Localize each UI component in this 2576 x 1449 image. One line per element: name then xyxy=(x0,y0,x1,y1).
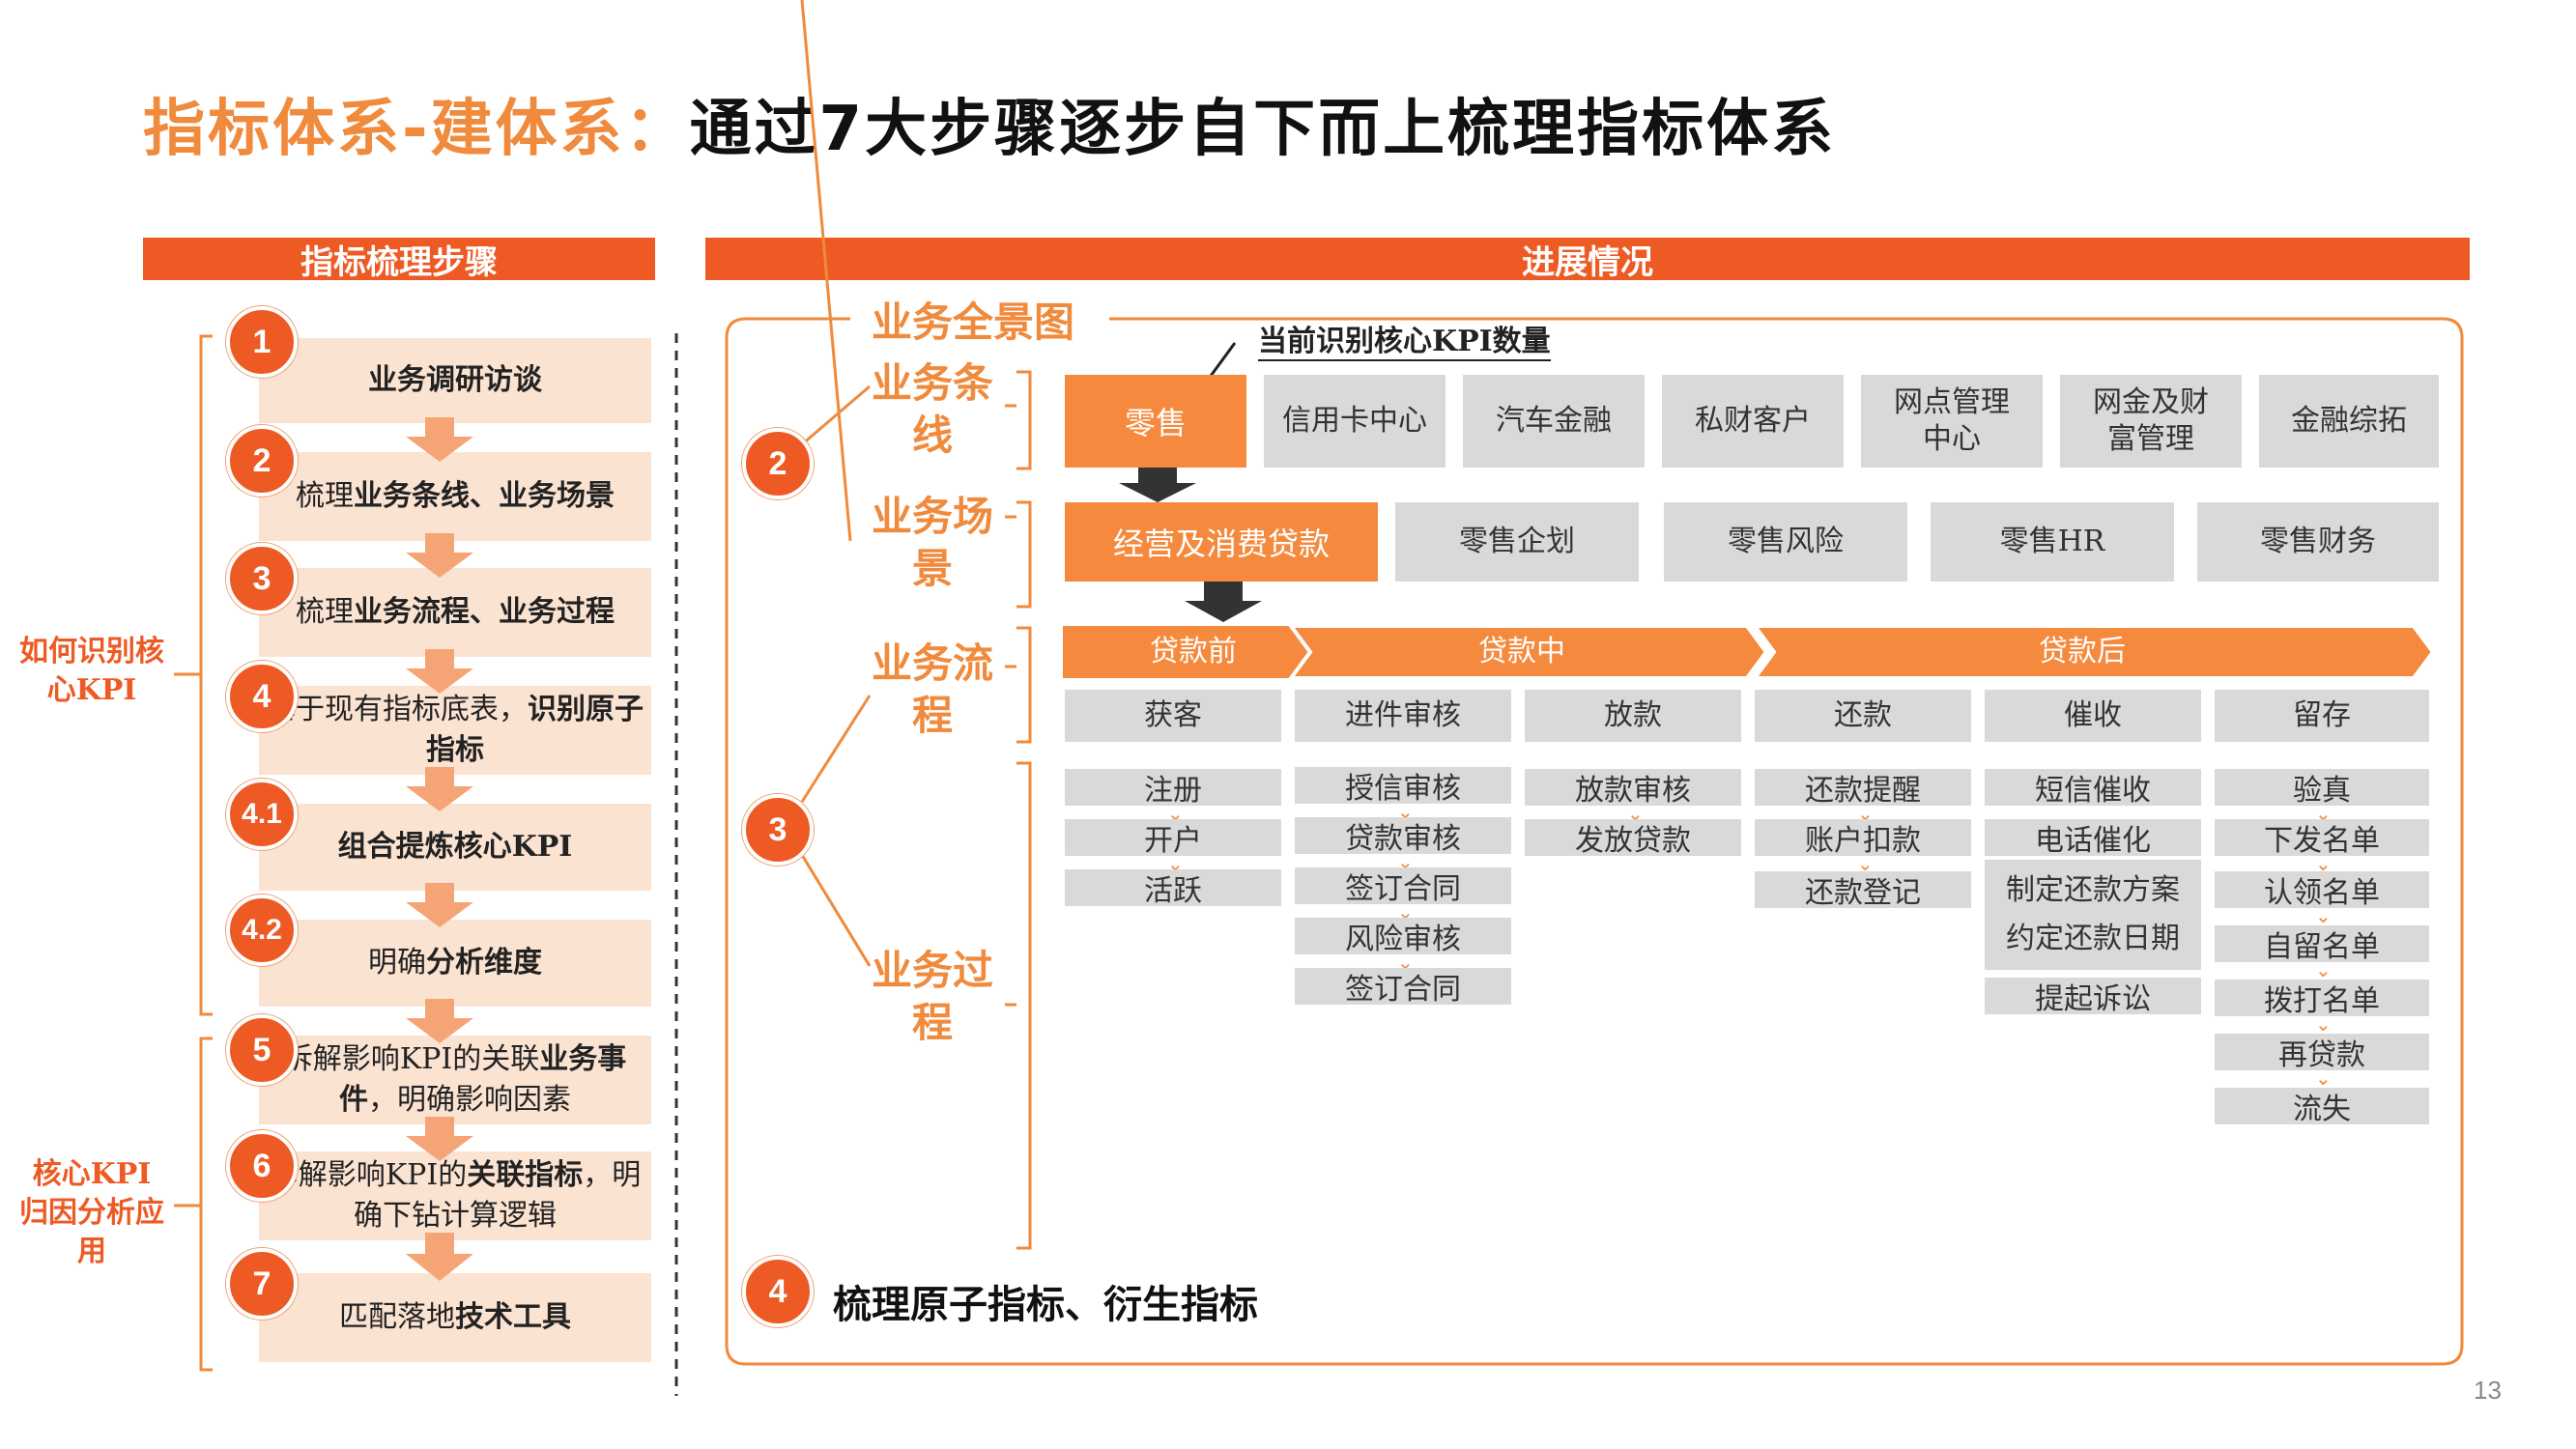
step-box-4-1: 组合提炼核心KPI xyxy=(259,804,651,891)
panorama-number-4: 4 xyxy=(742,1256,814,1327)
process-repayment-record: 还款登记 xyxy=(1755,871,1971,910)
process-open-account: 开户 xyxy=(1065,819,1281,858)
chevron-down-icon: ⌄ xyxy=(2315,802,2332,825)
scene-retail-planning: 零售企划 xyxy=(1395,502,1639,582)
scene-retail-finance: 零售财务 xyxy=(2197,502,2439,582)
flow-disbursement: 放款 xyxy=(1525,690,1741,742)
label-business-scene: 业务场景 xyxy=(871,493,993,592)
step-number-4: 4 xyxy=(226,661,298,732)
chevron-down-icon: ⌄ xyxy=(2315,904,2332,927)
chevron-down-icon: ⌄ xyxy=(2315,1012,2332,1036)
chevron-down-icon: ⌄ xyxy=(1857,802,1874,825)
process-issue-list: 下发名单 xyxy=(2215,819,2429,858)
scene-retail-risk: 零售风险 xyxy=(1664,502,1907,582)
process-agree-repayment-date: 约定还款日期 xyxy=(1985,908,2201,970)
process-register: 注册 xyxy=(1065,769,1281,808)
business-line-auto-finance: 汽车金融 xyxy=(1463,375,1645,468)
business-line-private-wealth: 私财客户 xyxy=(1662,375,1844,468)
chevron-down-icon: ⌄ xyxy=(1167,802,1184,825)
side-label-identify-kpi: 如何识别核心KPI xyxy=(19,635,164,707)
step-box-1: 业务调研访谈 xyxy=(259,338,651,423)
chevron-down-icon: ⌄ xyxy=(1397,951,1414,974)
step-number-1: 1 xyxy=(226,306,298,378)
kpi-count-note: 当前识别核心KPI数量 xyxy=(1258,325,1551,361)
side-label-kpi-attribution: 核心KPI归因分析应用 xyxy=(19,1157,164,1268)
page-number: 13 xyxy=(2474,1376,2502,1405)
title-prefix: 指标体系-建体系： xyxy=(143,94,690,165)
process-claim-list: 认领名单 xyxy=(2215,871,2429,910)
step-number-3: 3 xyxy=(226,543,298,614)
step4-text: 梳理原子指标、衍生指标 xyxy=(833,1282,1258,1327)
step-box-6: 拆解影响KPI的关联指标，明确下钻计算逻辑 xyxy=(259,1151,651,1240)
step-number-5: 5 xyxy=(226,1014,298,1086)
flow-acquisition: 获客 xyxy=(1065,690,1281,742)
step-box-7: 匹配落地技术工具 xyxy=(259,1273,651,1362)
right-header: 进展情况 xyxy=(705,238,2470,282)
chevron-down-icon: ⌄ xyxy=(1397,850,1414,873)
step-box-4-2: 明确分析维度 xyxy=(259,920,651,1007)
process-phone-collection: 电话催化 xyxy=(1985,819,2201,858)
process-call-list: 拨打名单 xyxy=(2215,980,2429,1018)
phase-pre-loan: 贷款前 xyxy=(1150,635,1237,668)
label-business-line: 业务条线 xyxy=(871,359,993,459)
phase-post-loan: 贷款后 xyxy=(2039,635,2126,668)
business-line-credit-card: 信用卡中心 xyxy=(1264,375,1445,468)
step-box-5: 拆解影响KPI的关联业务事件，明确影响因素 xyxy=(259,1036,651,1124)
flow-retention: 留存 xyxy=(2215,690,2429,742)
step-box-3: 梳理业务流程、业务过程 xyxy=(259,568,651,657)
process-repayment-reminder: 还款提醒 xyxy=(1755,769,1971,808)
process-active: 活跃 xyxy=(1065,869,1281,908)
panorama-number-2: 2 xyxy=(742,428,814,499)
process-risk-review: 风险审核 xyxy=(1295,918,1511,956)
process-file-lawsuit: 提起诉讼 xyxy=(1985,978,2201,1016)
step-number-4-2: 4.2 xyxy=(226,895,298,966)
phase-in-loan: 贷款中 xyxy=(1478,635,1565,668)
process-sign-contract-2: 签订合同 xyxy=(1295,968,1511,1007)
panorama-number-3: 3 xyxy=(742,794,814,866)
chevron-down-icon: ⌄ xyxy=(1397,900,1414,923)
left-header: 指标梳理步骤 xyxy=(143,238,655,282)
page-title: 指标体系-建体系：通过7大步骤逐步自下而上梳理指标体系 xyxy=(143,79,1836,168)
step-box-2: 梳理业务条线、业务场景 xyxy=(259,452,651,541)
business-line-wealth-mgmt: 网金及财富管理 xyxy=(2060,375,2242,468)
business-line-retail: 零售 xyxy=(1065,375,1246,468)
flow-collection: 催收 xyxy=(1985,690,2201,742)
step-number-4-1: 4.1 xyxy=(226,779,298,850)
flow-application-review: 进件审核 xyxy=(1295,690,1511,742)
step-number-6: 6 xyxy=(226,1130,298,1202)
business-line-finance-expansion: 金融综拓 xyxy=(2259,375,2439,468)
step-number-7: 7 xyxy=(226,1248,298,1320)
process-sms-collection: 短信催收 xyxy=(1985,769,2201,808)
process-credit-review: 授信审核 xyxy=(1295,767,1511,806)
business-line-branch-mgmt: 网点管理中心 xyxy=(1861,375,2043,468)
panorama-title: 业务全景图 xyxy=(862,290,1085,349)
process-release-loan: 发放贷款 xyxy=(1525,819,1741,858)
label-business-flow: 业务流程 xyxy=(871,639,993,739)
process-disbursement-review: 放款审核 xyxy=(1525,769,1741,808)
process-account-debit: 账户扣款 xyxy=(1755,819,1971,858)
label-business-process: 业务过程 xyxy=(871,947,993,1046)
process-verify: 验真 xyxy=(2215,769,2429,808)
chevron-down-icon: ⌄ xyxy=(2315,1066,2332,1090)
chevron-down-icon: ⌄ xyxy=(2315,852,2332,875)
scene-retail-hr: 零售HR xyxy=(1931,502,2174,582)
title-main: 通过7大步骤逐步自下而上梳理指标体系 xyxy=(689,94,1837,165)
process-sign-contract: 签订合同 xyxy=(1295,867,1511,906)
step-number-2: 2 xyxy=(226,425,298,497)
process-keep-list: 自留名单 xyxy=(2215,925,2429,964)
chevron-down-icon: ⌄ xyxy=(2315,958,2332,981)
process-churn: 流失 xyxy=(2215,1088,2429,1126)
flow-repayment: 还款 xyxy=(1755,690,1971,742)
chevron-down-icon: ⌄ xyxy=(1397,800,1414,823)
scene-consumer-loans: 经营及消费贷款 xyxy=(1065,502,1378,582)
chevron-down-icon: ⌄ xyxy=(1857,852,1874,875)
chevron-down-icon: ⌄ xyxy=(1627,802,1644,825)
step-box-4: 基于现有指标底表，识别原子指标 xyxy=(259,686,651,775)
process-loan-review: 贷款审核 xyxy=(1295,817,1511,856)
process-reloan: 再贷款 xyxy=(2215,1034,2429,1072)
chevron-down-icon: ⌄ xyxy=(1167,852,1184,875)
